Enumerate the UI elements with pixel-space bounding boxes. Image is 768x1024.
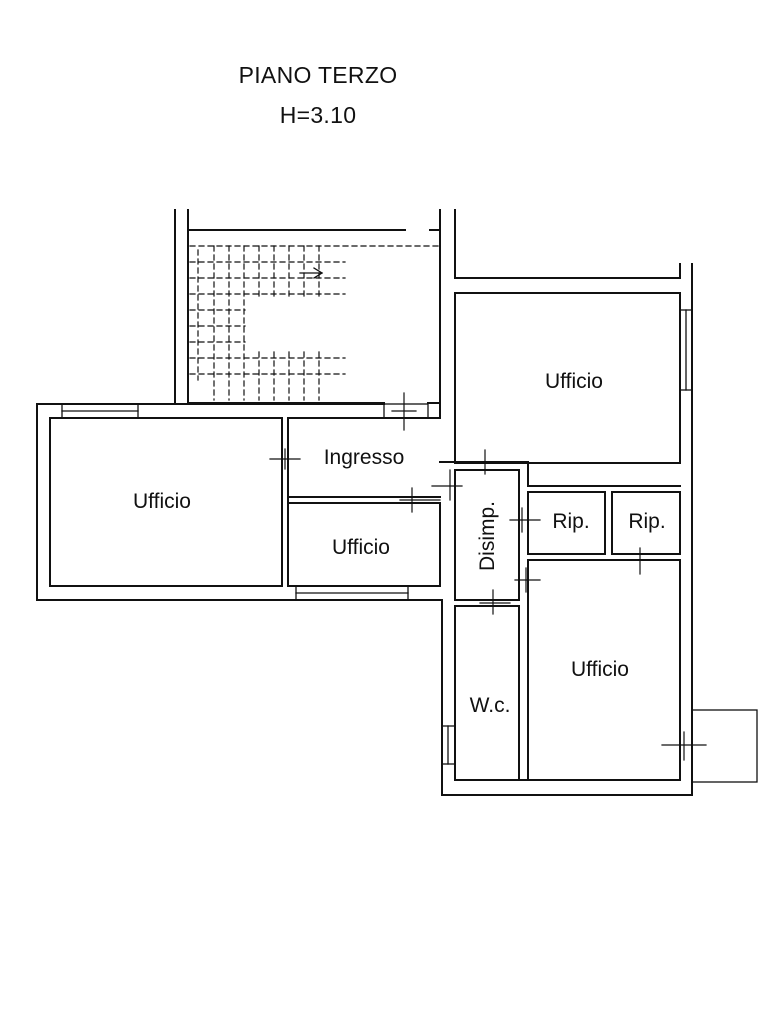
east-windows <box>441 309 758 783</box>
stairs <box>189 245 441 401</box>
room-label-wc: W.c. <box>470 694 511 717</box>
room-label-ripostiglio-1: Rip. <box>552 510 589 533</box>
west-windows <box>61 403 429 601</box>
room-label-disimpegno: Disimp. <box>476 501 499 571</box>
room-label-ufficio-south-east: Ufficio <box>571 658 629 681</box>
room-label-ufficio-small: Ufficio <box>332 536 390 559</box>
room-label-ripostiglio-2: Rip. <box>628 510 665 533</box>
room-label-ufficio-west: Ufficio <box>133 490 191 513</box>
plan-height: H=3.10 <box>279 102 357 128</box>
stairwell <box>174 209 456 419</box>
plan-title: PIANO TERZO <box>238 62 398 88</box>
stair-direction-arrow <box>299 267 324 279</box>
room-label-ingresso: Ingresso <box>324 446 405 469</box>
west-block-walls <box>36 403 443 601</box>
east-block-walls <box>454 263 693 796</box>
room-label-ufficio-north-east: Ufficio <box>545 370 603 393</box>
door-marks <box>269 392 707 761</box>
